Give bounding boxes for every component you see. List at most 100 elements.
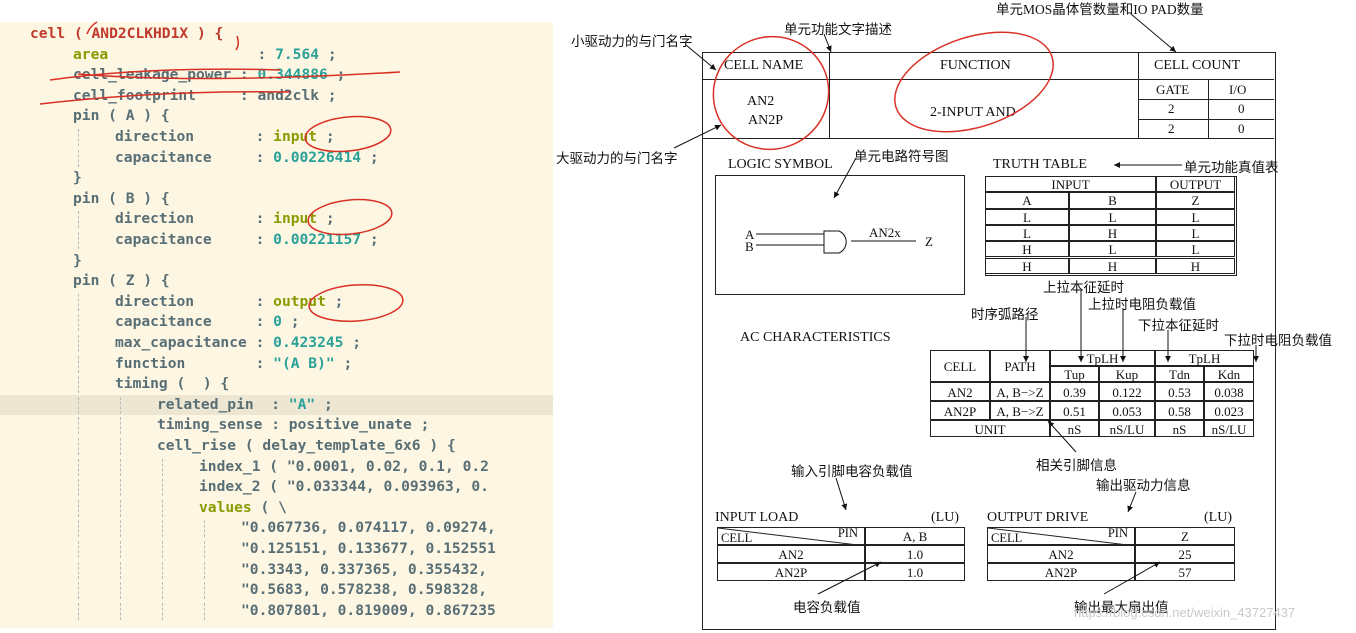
cell-name-an2: AN2	[747, 94, 775, 109]
output-drive-cell: AN2P	[987, 563, 1135, 581]
annotation-pulldown-intrinsic: 下拉本征延时	[1138, 318, 1219, 333]
truth-cell: H	[985, 257, 1069, 274]
truth-cell: L	[1069, 241, 1156, 258]
header-gate: GATE	[1156, 82, 1190, 97]
code-line: index_2 ( "0.033344, 0.093963, 0.	[0, 477, 553, 498]
truth-cell: L	[1156, 224, 1235, 242]
code-line: "0.3343, 0.337365, 0.355432,	[0, 560, 553, 581]
output-drive-pin-value: Z	[1135, 527, 1235, 545]
truth-input-header: INPUT	[985, 176, 1156, 193]
code-token: "A"	[288, 395, 316, 413]
input-load-cell-label: CELL	[721, 531, 753, 545]
code-line: cell_rise ( delay_template_6x6 ) {	[0, 436, 553, 457]
code-token: related_pin :	[157, 395, 289, 413]
code-token: cell_leakage_power :	[73, 66, 258, 84]
header-function: FUNCTION	[940, 58, 1011, 73]
code-token: 0.00221157	[273, 231, 362, 248]
code-token: ;	[281, 313, 300, 331]
code-token: "0.067736, 0.074117, 0.09274,	[241, 519, 496, 537]
code-line: max_capacitance : 0.423245 ;	[0, 333, 553, 354]
ac-title: AC CHARACTERISTICS	[740, 330, 891, 345]
ac-col-header: Tup	[1050, 366, 1099, 382]
code-line: direction : input ;	[0, 209, 553, 230]
code-token: 0	[273, 313, 282, 331]
code-line: cell ( AND2CLKHD1X ) {	[0, 24, 553, 45]
code-line: values ( \	[0, 498, 553, 519]
code-token: ;	[327, 66, 346, 84]
annotation-pin-info: 相关引脚信息	[1036, 458, 1117, 473]
code-token: max_capacitance :	[115, 334, 274, 351]
code-line: direction : input ;	[0, 127, 553, 148]
code-token: cell	[30, 25, 74, 42]
annotation-symbol: 单元电路符号图	[854, 149, 949, 164]
code-token: :	[108, 45, 276, 63]
annotation-max-fanout: 输出最大扇出值	[1074, 600, 1169, 615]
logic-symbol-title: LOGIC SYMBOL	[728, 157, 833, 172]
input-load-cell: AN2P	[717, 563, 865, 581]
annotation-timing-arc: 时序弧路径	[971, 307, 1039, 322]
input-load-pin-value: A, B	[865, 527, 965, 545]
truth-col-header: A	[985, 192, 1069, 209]
code-token: (	[73, 25, 92, 42]
input-load-cell: AN2	[717, 545, 865, 563]
code-token: ;	[317, 128, 335, 145]
code-line: capacitance : 0.00221157 ;	[0, 230, 553, 251]
code-token: ( \	[251, 498, 287, 516]
code-token: index_2 ( "0.033344, 0.093963, 0.	[199, 478, 489, 496]
output-drive-unit: (LU)	[1204, 510, 1232, 525]
ac-unit: nS/LU	[1099, 420, 1155, 437]
truth-cell: L	[1069, 208, 1156, 225]
code-line: "0.807801, 0.819009, 0.867235	[0, 601, 553, 622]
logic-gate-label: AN2x	[869, 225, 901, 240]
code-line: pin ( A ) {	[0, 106, 553, 127]
input-load-value: 1.0	[865, 563, 965, 581]
code-token: ;	[334, 354, 353, 372]
code-token: pin ( Z ) {	[73, 272, 170, 290]
code-token: "0.125151, 0.133677, 0.152551	[241, 540, 496, 557]
annotation-truth: 单元功能真值表	[1184, 160, 1279, 175]
code-line: "0.067736, 0.074117, 0.09274,	[0, 518, 553, 539]
code-token: }	[73, 169, 82, 187]
output-drive-title: OUTPUT DRIVE	[987, 510, 1089, 525]
code-token: input	[273, 128, 318, 145]
ac-cell: 0.58	[1155, 401, 1204, 420]
code-token: "0.807801, 0.819009, 0.867235	[241, 601, 496, 619]
input-load-unit: (LU)	[931, 510, 959, 525]
truth-cell: L	[1156, 241, 1235, 258]
logic-input-a: A	[745, 227, 755, 242]
code-line: cell_footprint : and2clk ;	[0, 86, 553, 107]
ac-unit-label: UNIT	[930, 420, 1050, 437]
ac-col-header: Kup	[1099, 366, 1155, 382]
code-token: timing_sense : positive_unate ;	[157, 416, 430, 434]
code-line: capacitance : 0 ;	[0, 312, 553, 333]
code-line: function : "(A B)" ;	[0, 354, 553, 375]
gate-count-1: 2	[1168, 101, 1175, 116]
truth-cell: L	[1156, 208, 1235, 225]
code-token: direction :	[115, 128, 274, 145]
code-token: capacitance :	[115, 148, 274, 166]
code-token: ;	[315, 395, 333, 413]
code-token: ;	[325, 292, 344, 310]
code-token: ;	[361, 148, 379, 166]
ac-unit: nS	[1050, 420, 1099, 437]
liberty-code-panel: cell ( AND2CLKHD1X ) {area : 7.564 ;cell…	[0, 22, 553, 628]
logic-input-b: B	[745, 239, 754, 254]
annotation-mos-count: 单元MOS晶体管数量和IO PAD数量	[996, 2, 1204, 17]
code-line: area : 7.564 ;	[0, 45, 553, 66]
annotation-pullup-intrinsic: 上拉本征延时	[1043, 280, 1124, 295]
annotation-cap-load: 电容负载值	[793, 600, 861, 615]
ac-cell: 0.038	[1204, 382, 1254, 401]
annotation-large-drive: 大驱动力的与门名字	[556, 151, 678, 166]
code-line: "0.5683, 0.578238, 0.598328,	[0, 580, 553, 601]
code-token: ;	[319, 45, 337, 63]
code-line: timing_sense : positive_unate ;	[0, 415, 553, 436]
output-drive-value: 25	[1135, 545, 1235, 563]
ac-cell: 0.51	[1050, 401, 1099, 420]
header-io: I/O	[1229, 82, 1247, 97]
code-line: related_pin : "A" ;	[0, 394, 553, 416]
ac-cell-header: CELL	[930, 350, 990, 382]
code-token: capacitance :	[115, 231, 274, 248]
input-load-title: INPUT LOAD	[715, 510, 799, 525]
